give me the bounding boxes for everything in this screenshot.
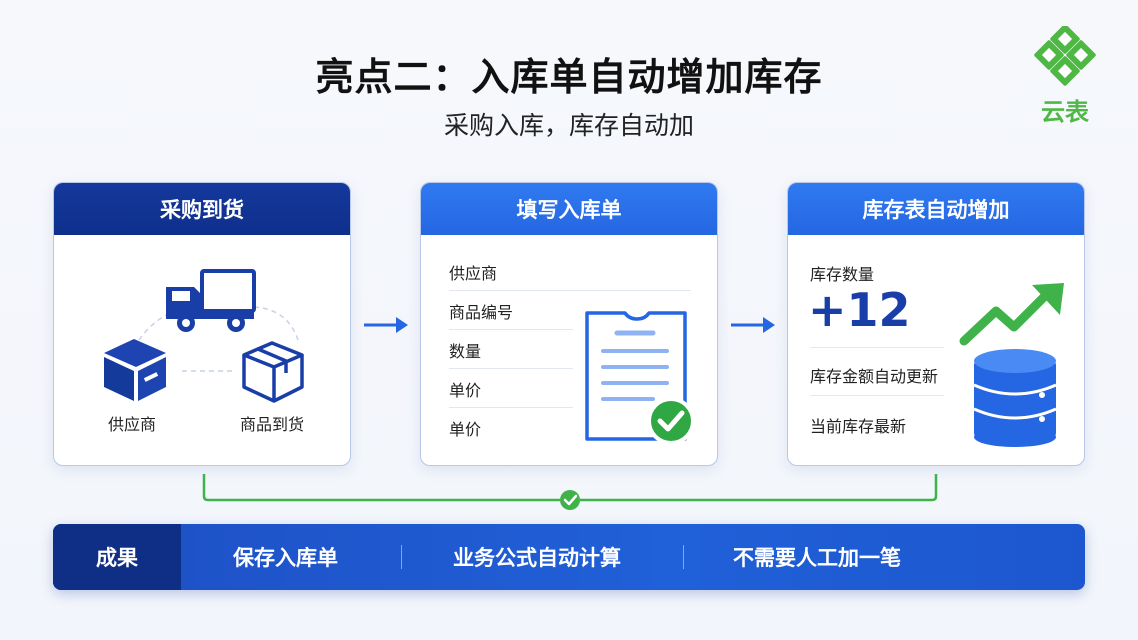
result-connector	[202, 474, 938, 510]
check-circle-icon	[560, 490, 580, 510]
page-subtitle: 采购入库，库存自动加	[443, 111, 694, 140]
logo-diamond-icon	[1034, 24, 1096, 86]
amount-update-note: 库存金额自动更新	[810, 367, 939, 386]
result-item-no-manual: 不需要人工加一笔	[733, 546, 901, 570]
stock-delta-value: +12	[808, 283, 911, 337]
supplier-label: 供应商	[108, 415, 157, 434]
card-inventory-increase: 库存表自动增加 库存数量 +12 库存金额自动更新 当前库存最新	[787, 182, 1085, 466]
trend-up-icon	[959, 283, 1064, 346]
database-icon	[973, 349, 1057, 447]
form-field-supplier: 供应商	[449, 253, 691, 291]
truck-icon	[166, 269, 256, 332]
card-purchase-arrival: 采购到货 供应商 商品到货	[53, 182, 351, 466]
result-item-formula: 业务公式自动计算	[453, 546, 621, 570]
result-bar: 成果 保存入库单 业务公式自动计算 不需要人工加一笔	[53, 524, 1085, 590]
card-inbound-form: 填写入库单 供应商 商品编号 数量 单价 单价	[420, 182, 718, 466]
growth-database-icon	[959, 283, 1064, 447]
form-field-unit-price: 单价	[449, 370, 573, 408]
document-check-icon	[585, 311, 695, 445]
card-title: 库存表自动增加	[788, 183, 1084, 235]
goods-box-icon	[242, 341, 304, 403]
card-title: 采购到货	[54, 183, 350, 235]
page-title: 亮点二：入库单自动增加库存	[315, 55, 823, 99]
purchase-illustration	[104, 269, 304, 403]
arrow-right-icon	[731, 317, 775, 333]
result-item-save: 保存入库单	[233, 546, 338, 570]
form-field-unit-price-2: 单价	[449, 420, 482, 439]
form-field-product-code: 商品编号	[449, 292, 573, 330]
stock-quantity-label: 库存数量	[810, 265, 875, 284]
current-stock-note: 当前库存最新	[810, 417, 907, 436]
card-title: 填写入库单	[421, 183, 717, 235]
goods-arrival-label: 商品到货	[240, 415, 305, 434]
brand-logo: 云表	[1030, 24, 1100, 126]
supplier-box-icon	[104, 339, 166, 401]
arrow-right-icon	[364, 317, 408, 333]
logo-text: 云表	[1041, 98, 1089, 126]
form-field-quantity: 数量	[449, 331, 573, 369]
result-label: 成果	[53, 524, 181, 590]
